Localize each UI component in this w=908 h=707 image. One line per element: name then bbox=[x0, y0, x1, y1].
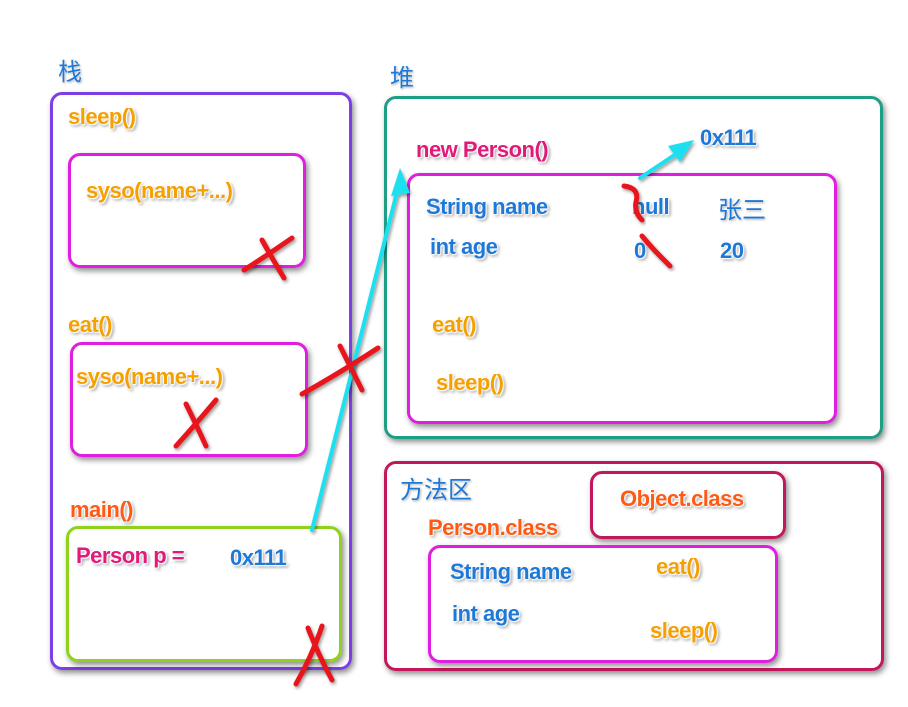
eat-frame-label: eat() bbox=[68, 312, 112, 337]
class-field-name: String name bbox=[450, 559, 572, 584]
heap-field-age-old: 0 bbox=[634, 238, 646, 263]
main-frame-ref: 0x111 bbox=[230, 545, 287, 570]
eat-frame-content: syso(name+...) bbox=[76, 364, 223, 389]
heap-method-eat: eat() bbox=[432, 312, 476, 337]
person-class-box bbox=[428, 545, 778, 663]
heap-field-name-new: 张三 bbox=[718, 196, 766, 224]
heap-field-name-old: null bbox=[632, 194, 670, 219]
main-frame bbox=[66, 526, 342, 662]
main-frame-content: Person p = bbox=[76, 543, 185, 568]
heap-object bbox=[407, 173, 837, 424]
method-area-title: 方法区 bbox=[400, 476, 472, 504]
object-class-box bbox=[590, 471, 786, 539]
sleep-frame bbox=[68, 153, 306, 268]
person-class-label: Person.class bbox=[428, 515, 558, 540]
heap-field-age: int age bbox=[430, 234, 498, 259]
object-class-label: Object.class bbox=[620, 486, 744, 511]
heap-method-sleep: sleep() bbox=[436, 370, 504, 395]
heap-new-label: new Person() bbox=[416, 137, 549, 162]
heap-address: 0x111 bbox=[700, 125, 757, 150]
method-area-region bbox=[384, 461, 884, 671]
heap-field-name: String name bbox=[426, 194, 548, 219]
class-field-age: int age bbox=[452, 601, 520, 626]
class-method-sleep: sleep() bbox=[650, 618, 718, 643]
eat-frame bbox=[70, 342, 308, 457]
stack-title: 栈 bbox=[58, 58, 82, 86]
heap-field-age-new: 20 bbox=[720, 238, 744, 263]
main-frame-label: main() bbox=[70, 497, 134, 522]
sleep-frame-label: sleep() bbox=[68, 104, 136, 129]
sleep-frame-content: syso(name+...) bbox=[86, 178, 233, 203]
class-method-eat: eat() bbox=[656, 554, 700, 579]
heap-title: 堆 bbox=[390, 64, 414, 92]
